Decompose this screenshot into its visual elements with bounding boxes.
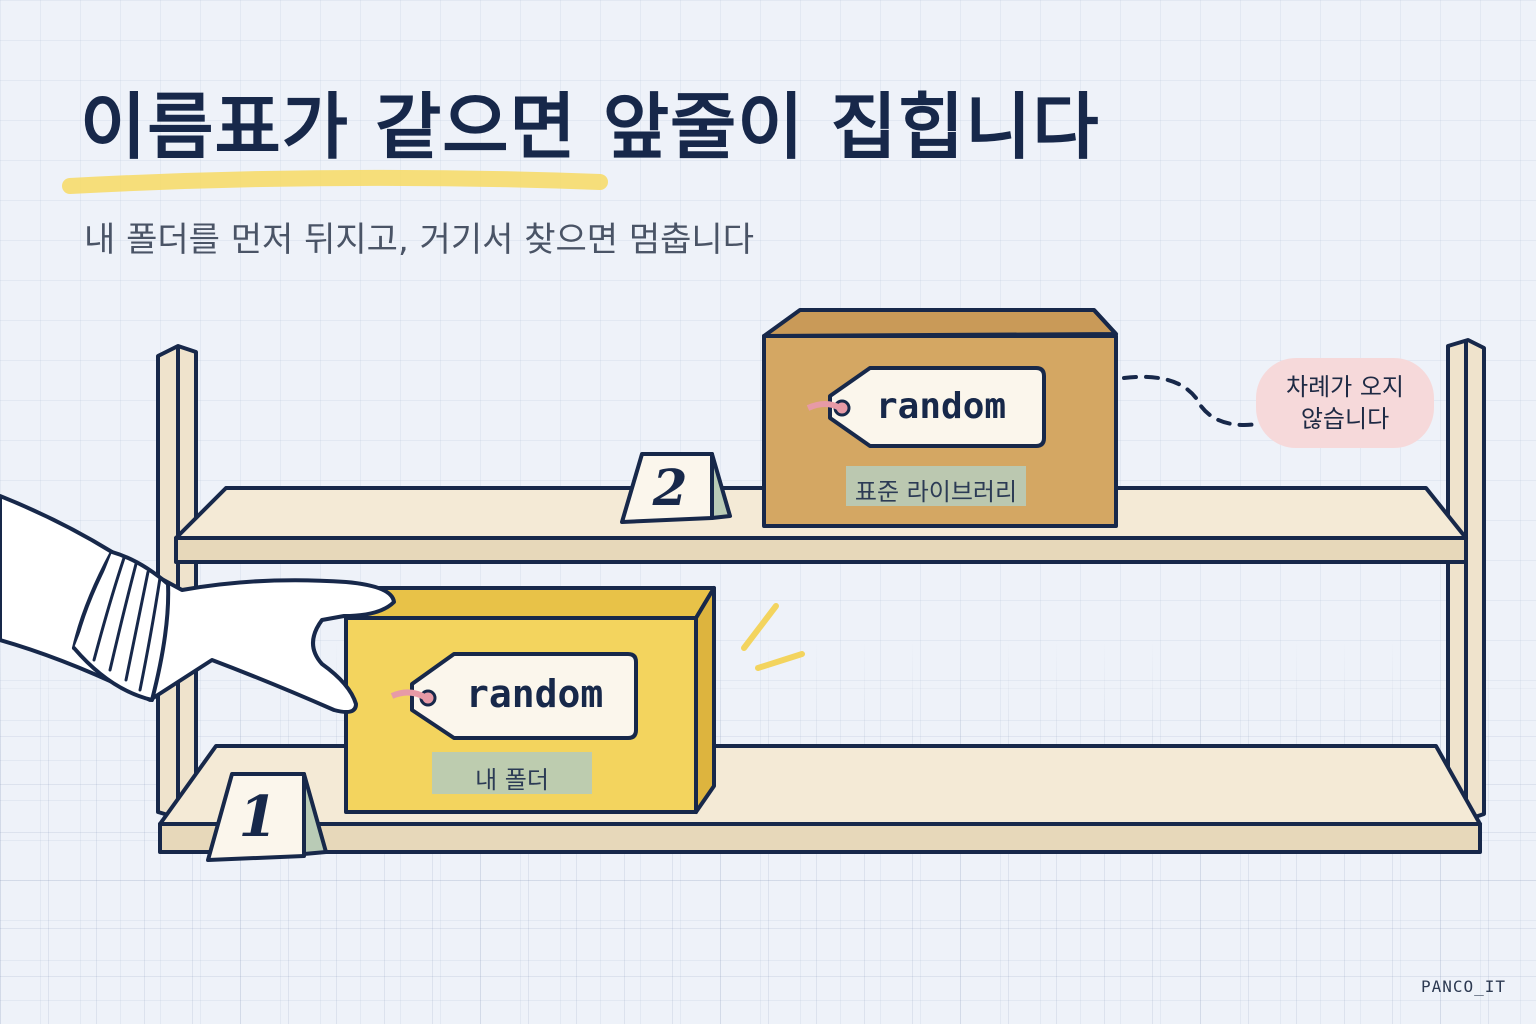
tag-label-my-folder: random (466, 672, 604, 716)
sparkle-icon (741, 603, 805, 671)
note-bubble: 차례가 오지 않습니다 (1256, 358, 1434, 448)
tape-my-folder (432, 752, 592, 794)
hand-icon (0, 494, 396, 714)
tag-label-standard-library: random (876, 386, 1007, 427)
order-card-2 (620, 452, 732, 524)
tag-standard-library (806, 366, 1046, 448)
box-label-standard-library: 표준 라이브러리 (854, 478, 1018, 506)
note-line-1: 차례가 오지 (1285, 372, 1405, 401)
shelf-post-right (1446, 338, 1486, 822)
watermark: PANCO_IT (1420, 977, 1506, 996)
title-highlight (62, 169, 608, 194)
page-title: 이름표가 같으면 앞줄이 집힙니다 (80, 85, 1100, 169)
dashed-connector (1122, 374, 1260, 427)
order-number-1: 1 (238, 784, 278, 850)
note-line-2: 않습니다 (1300, 405, 1390, 433)
order-number-2: 2 (652, 458, 688, 517)
page-subtitle: 내 폴더를 먼저 뒤지고, 거기서 찾으면 멈춥니다 (84, 220, 754, 260)
box-label-my-folder: 내 폴더 (475, 766, 549, 794)
tape-standard-library (846, 466, 1026, 506)
order-card-1 (206, 772, 328, 862)
tag-my-folder (390, 652, 638, 740)
